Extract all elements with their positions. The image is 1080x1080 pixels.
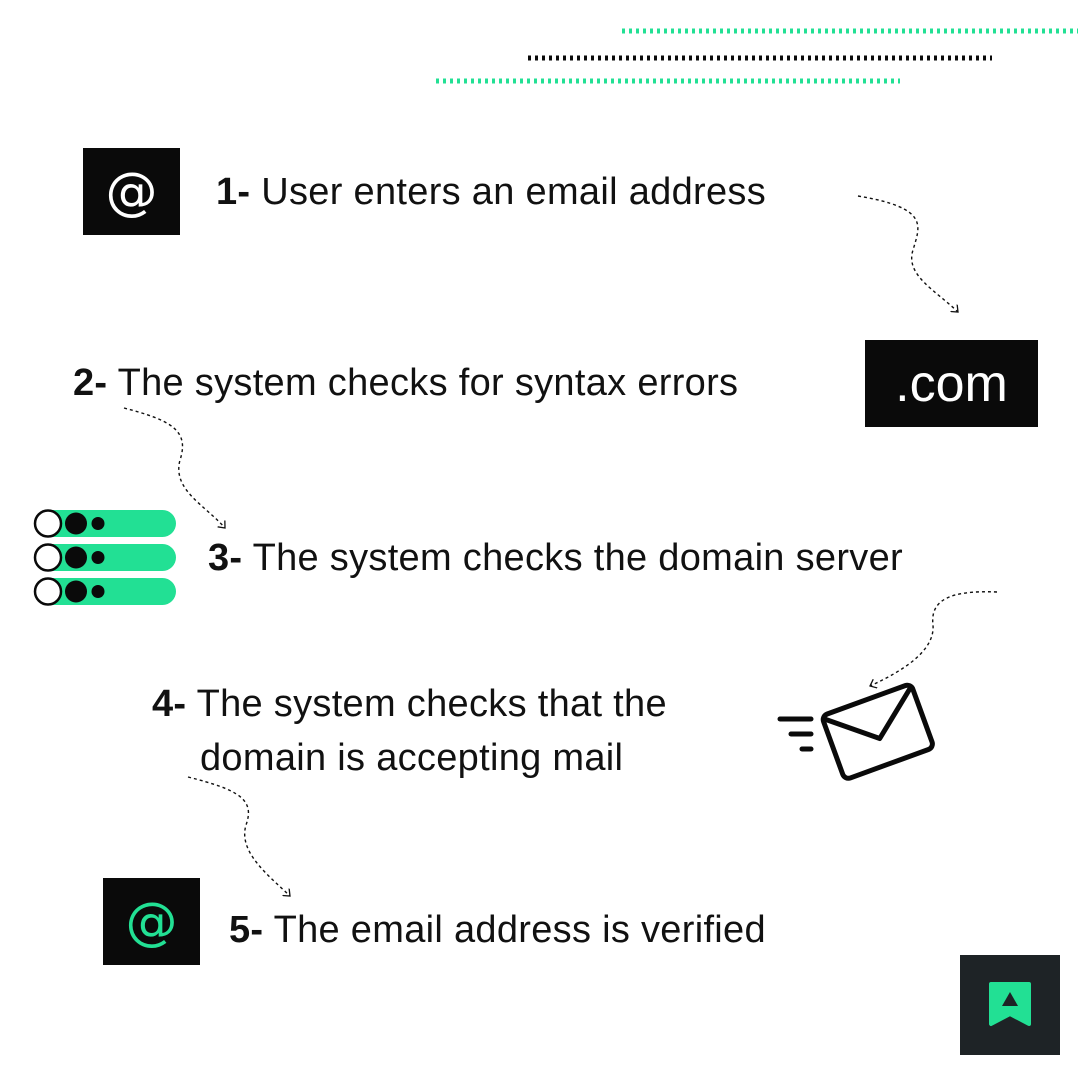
step-2-number: 2- (73, 362, 108, 404)
connector-4-5 (187, 776, 290, 896)
connector-1-2 (857, 195, 958, 312)
decorative-dotted-lines (436, 28, 1078, 84)
step-4: 4- The system checks that the domain is … (152, 677, 667, 785)
step-1-text: User enters an email address (261, 171, 766, 213)
verified-at-sign-icon: @ (103, 878, 200, 965)
step-1: 1- User enters an email address (216, 165, 766, 219)
server-rack-icon (33, 509, 176, 606)
envelope-icon (777, 682, 935, 781)
connector-2-3 (123, 407, 225, 528)
dot-com-icon: .com (865, 340, 1038, 427)
step-5-number: 5- (229, 909, 264, 951)
step-3: 3- The system checks the domain server (208, 531, 903, 585)
brand-logo-icon (989, 982, 1031, 1026)
step-3-text: The system checks the domain server (252, 537, 903, 579)
step-5-text: The email address is verified (273, 909, 766, 951)
step-1-number: 1- (216, 171, 251, 213)
step-5: 5- The email address is verified (229, 903, 766, 957)
connector-3-4 (870, 591, 998, 686)
step-2-text: The system checks for syntax errors (117, 362, 739, 404)
step-3-number: 3- (208, 537, 243, 579)
step-4-line-2: domain is accepting mail (200, 737, 624, 779)
step-4-number: 4- (152, 683, 187, 725)
step-2: 2- The system checks for syntax errors (73, 356, 738, 410)
at-sign-icon: @ (83, 148, 180, 235)
step-4-text: The system checks that the (196, 683, 667, 725)
step-4-line-1: 4- The system checks that the (152, 677, 667, 731)
brand-logo (960, 955, 1060, 1055)
